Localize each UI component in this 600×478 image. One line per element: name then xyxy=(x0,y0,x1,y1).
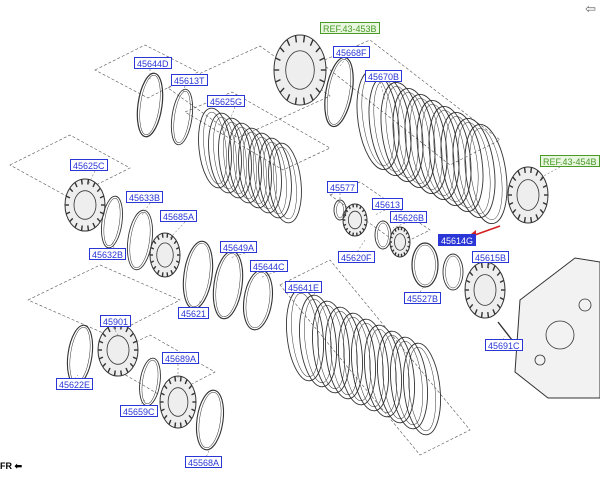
piston-45625c xyxy=(64,178,106,232)
part-label-45644c[interactable]: 45644C xyxy=(250,260,288,272)
part-label-45622e[interactable]: 45622E xyxy=(56,378,94,390)
ring-45527b xyxy=(442,253,464,291)
ring-45621 xyxy=(182,240,214,310)
part-label-45668f[interactable]: 45668F xyxy=(333,46,370,58)
part-label-45615b[interactable]: 45615B xyxy=(472,251,510,263)
part-label-45633b[interactable]: 45633B xyxy=(126,191,164,203)
part-label-45641e[interactable]: 45641E xyxy=(285,281,323,293)
transmission-case xyxy=(497,257,600,399)
arrow-icon: ⬅ xyxy=(14,461,23,471)
part-label-45649a[interactable]: 45649A xyxy=(220,241,258,253)
part-label-ref-43-454b[interactable]: REF.43-454B xyxy=(540,155,600,167)
ring-45644c xyxy=(242,269,274,331)
fr-label: FR xyxy=(0,461,12,471)
part-label-45625g[interactable]: 45625G xyxy=(207,95,246,107)
ring-45622e xyxy=(66,324,94,386)
part-label-45620f[interactable]: 45620F xyxy=(338,251,375,263)
carrier-45615b xyxy=(464,261,506,319)
arrow-left-icon[interactable]: ⇦ xyxy=(585,2,596,17)
hub-45620f xyxy=(389,226,411,258)
part-label-45614g[interactable]: 45614G xyxy=(438,234,477,246)
drum-gear-right xyxy=(507,166,549,224)
part-label-45577[interactable]: 45577 xyxy=(327,181,359,193)
part-label-45568a[interactable]: 45568A xyxy=(185,456,223,468)
part-label-45613t[interactable]: 45613T xyxy=(171,74,208,86)
part-label-45644d[interactable]: 45644D xyxy=(134,57,172,69)
drum-gear-top xyxy=(273,34,327,106)
orientation-indicator: FR ⬅ xyxy=(0,461,22,472)
hub-45689a xyxy=(159,375,197,429)
part-label-45901[interactable]: 45901 xyxy=(100,315,132,327)
snap-ring-45613t xyxy=(170,88,194,146)
part-label-ref-43-453b[interactable]: REF.43-453B xyxy=(320,22,380,34)
part-label-45613[interactable]: 45613 xyxy=(372,198,404,210)
washer-45577 xyxy=(333,199,347,221)
part-label-45527b[interactable]: 45527B xyxy=(404,292,442,304)
hub-45685a xyxy=(149,232,181,278)
clutch-pack-45625g xyxy=(198,107,302,224)
part-label-45621[interactable]: 45621 xyxy=(178,307,210,319)
part-label-45626b[interactable]: 45626B xyxy=(390,211,428,223)
part-label-45685a[interactable]: 45685A xyxy=(160,210,198,222)
ring-45626b xyxy=(374,220,392,250)
drum-45901 xyxy=(97,323,139,377)
ring-45632b xyxy=(101,195,123,249)
part-label-45659c[interactable]: 45659C xyxy=(120,405,158,417)
part-label-45670b[interactable]: 45670B xyxy=(365,70,403,82)
ring-45649a xyxy=(212,250,244,320)
ring-45568a xyxy=(195,389,225,451)
part-label-45691c[interactable]: 45691C xyxy=(485,339,523,351)
ring-45633b xyxy=(126,209,154,271)
clutch-pack-45641e xyxy=(286,288,441,436)
part-label-45625c[interactable]: 45625C xyxy=(70,159,108,171)
part-label-45689a[interactable]: 45689A xyxy=(162,352,200,364)
part-label-45632b[interactable]: 45632B xyxy=(89,248,127,260)
ring-45659c xyxy=(139,357,161,407)
bearing-45613 xyxy=(342,203,368,237)
snap-ring-45644d xyxy=(136,72,164,138)
piston-45614g xyxy=(411,242,439,288)
